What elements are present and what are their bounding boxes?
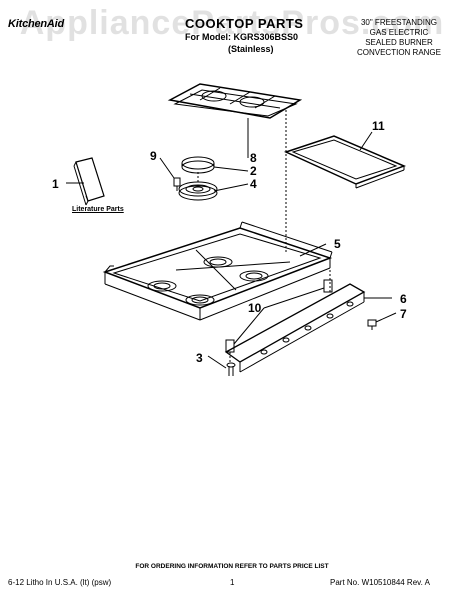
callout-2: 2 (250, 164, 257, 178)
literature (73, 157, 105, 206)
callout-11: 11 (372, 119, 385, 133)
product-type-line: GAS ELECTRIC (369, 28, 429, 37)
page-title: COOKTOP PARTS (185, 16, 304, 31)
callout-1: 1 (52, 177, 59, 191)
brand-logo: KitchenAid (8, 18, 65, 30)
callout-9: 9 (150, 149, 157, 163)
callout-7: 7 (400, 307, 407, 321)
finish-label: (Stainless) (228, 44, 274, 54)
literature-parts-label: Literature Parts (72, 206, 124, 213)
igniter (173, 177, 181, 191)
callout-4: 4 (250, 177, 257, 191)
manifold-panel (224, 283, 366, 373)
ordering-note: FOR ORDERING INFORMATION REFER TO PARTS … (135, 563, 329, 570)
callout-5: 5 (334, 237, 341, 251)
print-info: 6-12 Litho In U.S.A. (lt) (psw) (8, 578, 112, 587)
bracket-right (323, 279, 333, 293)
product-type-line: SEALED BURNER (365, 38, 433, 47)
callout-8: 8 (250, 151, 257, 165)
burner-base (178, 181, 218, 201)
part-number: Part No. W10510844 Rev. A (330, 578, 430, 587)
griddle (283, 135, 407, 189)
callout-3: 3 (196, 351, 203, 365)
grate (167, 83, 303, 119)
product-type-line: 30" FREESTANDING (360, 18, 438, 27)
page-number: 1 (230, 578, 235, 587)
clip (367, 319, 377, 330)
model-line: For Model: KGRS306BSS0 (185, 32, 299, 42)
product-type: 30" FREESTANDING GAS ELECTRIC SEALED BUR… (340, 18, 458, 58)
callout-6: 6 (400, 292, 407, 306)
product-type-line: CONVECTION RANGE (356, 48, 441, 57)
cooktop (102, 221, 333, 321)
screw (226, 362, 236, 376)
callout-10: 10 (248, 301, 262, 315)
